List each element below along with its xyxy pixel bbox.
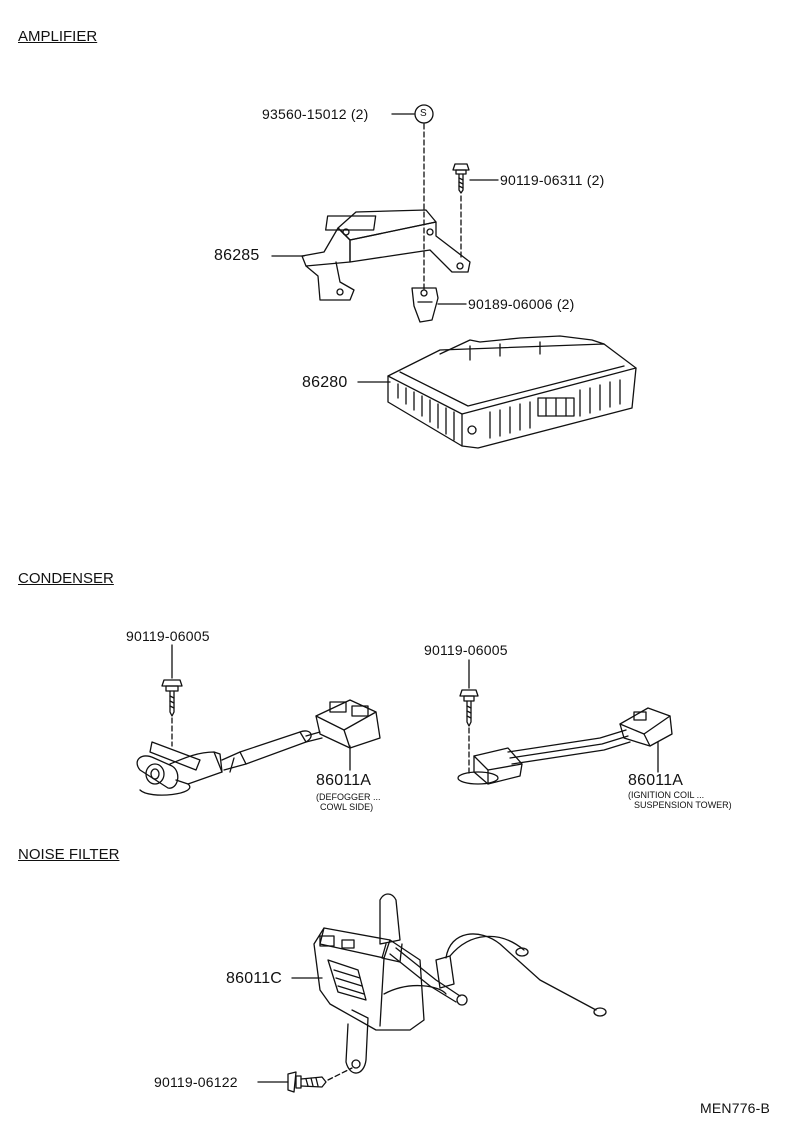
section-title-condenser: CONDENSER [18,570,114,587]
dash-noise-bolt [327,1067,353,1081]
note-left-defogger: (DEFOGGER ... [316,792,381,802]
note-left-cowl-side: COWL SIDE) [320,802,374,812]
bolt-right-condenser-icon [459,689,479,727]
condenser-right-86011A-icon [457,707,673,785]
section-title-noise-filter: NOISE FILTER [18,846,120,863]
label-86280: 86280 [302,374,348,391]
clip-nut-90189-icon [411,287,439,323]
note-right-ignition-coil: (IGNITION COIL ... [628,790,705,800]
label-right-86011A: 86011A [628,772,684,789]
label-right-bolt-90119-06005: 90119-06005 [424,642,508,658]
label-left-bolt-90119-06005: 90119-06005 [126,628,210,644]
label-86011C: 86011C [226,970,283,987]
label-90189-06006: 90189-06006 (2) [468,296,575,312]
condenser-left-86011A-icon [136,699,381,796]
noise-filter-86011C-icon [313,893,607,1074]
label-86285: 86285 [214,247,260,264]
s-symbol-circle [414,104,434,124]
bolt-left-condenser-icon [161,679,183,717]
section-title-amplifier: AMPLIFIER [18,28,98,45]
bolt-90119-06311-icon [452,163,470,194]
bolt-noise-filter-icon [287,1071,327,1093]
diagram-code: MEN776-B [700,1100,771,1116]
s-symbol-label: S [420,108,427,119]
label-90119-06122: 90119-06122 [154,1074,238,1090]
note-right-suspension-tower: SUSPENSION TOWER) [634,800,732,810]
label-90119-06311: 90119-06311 (2) [500,172,605,188]
amplifier-86280-icon [387,335,637,449]
bracket-86285-icon [301,209,471,301]
label-93560-15012: 93560-15012 (2) [262,106,369,122]
label-left-86011A: 86011A [316,772,372,789]
